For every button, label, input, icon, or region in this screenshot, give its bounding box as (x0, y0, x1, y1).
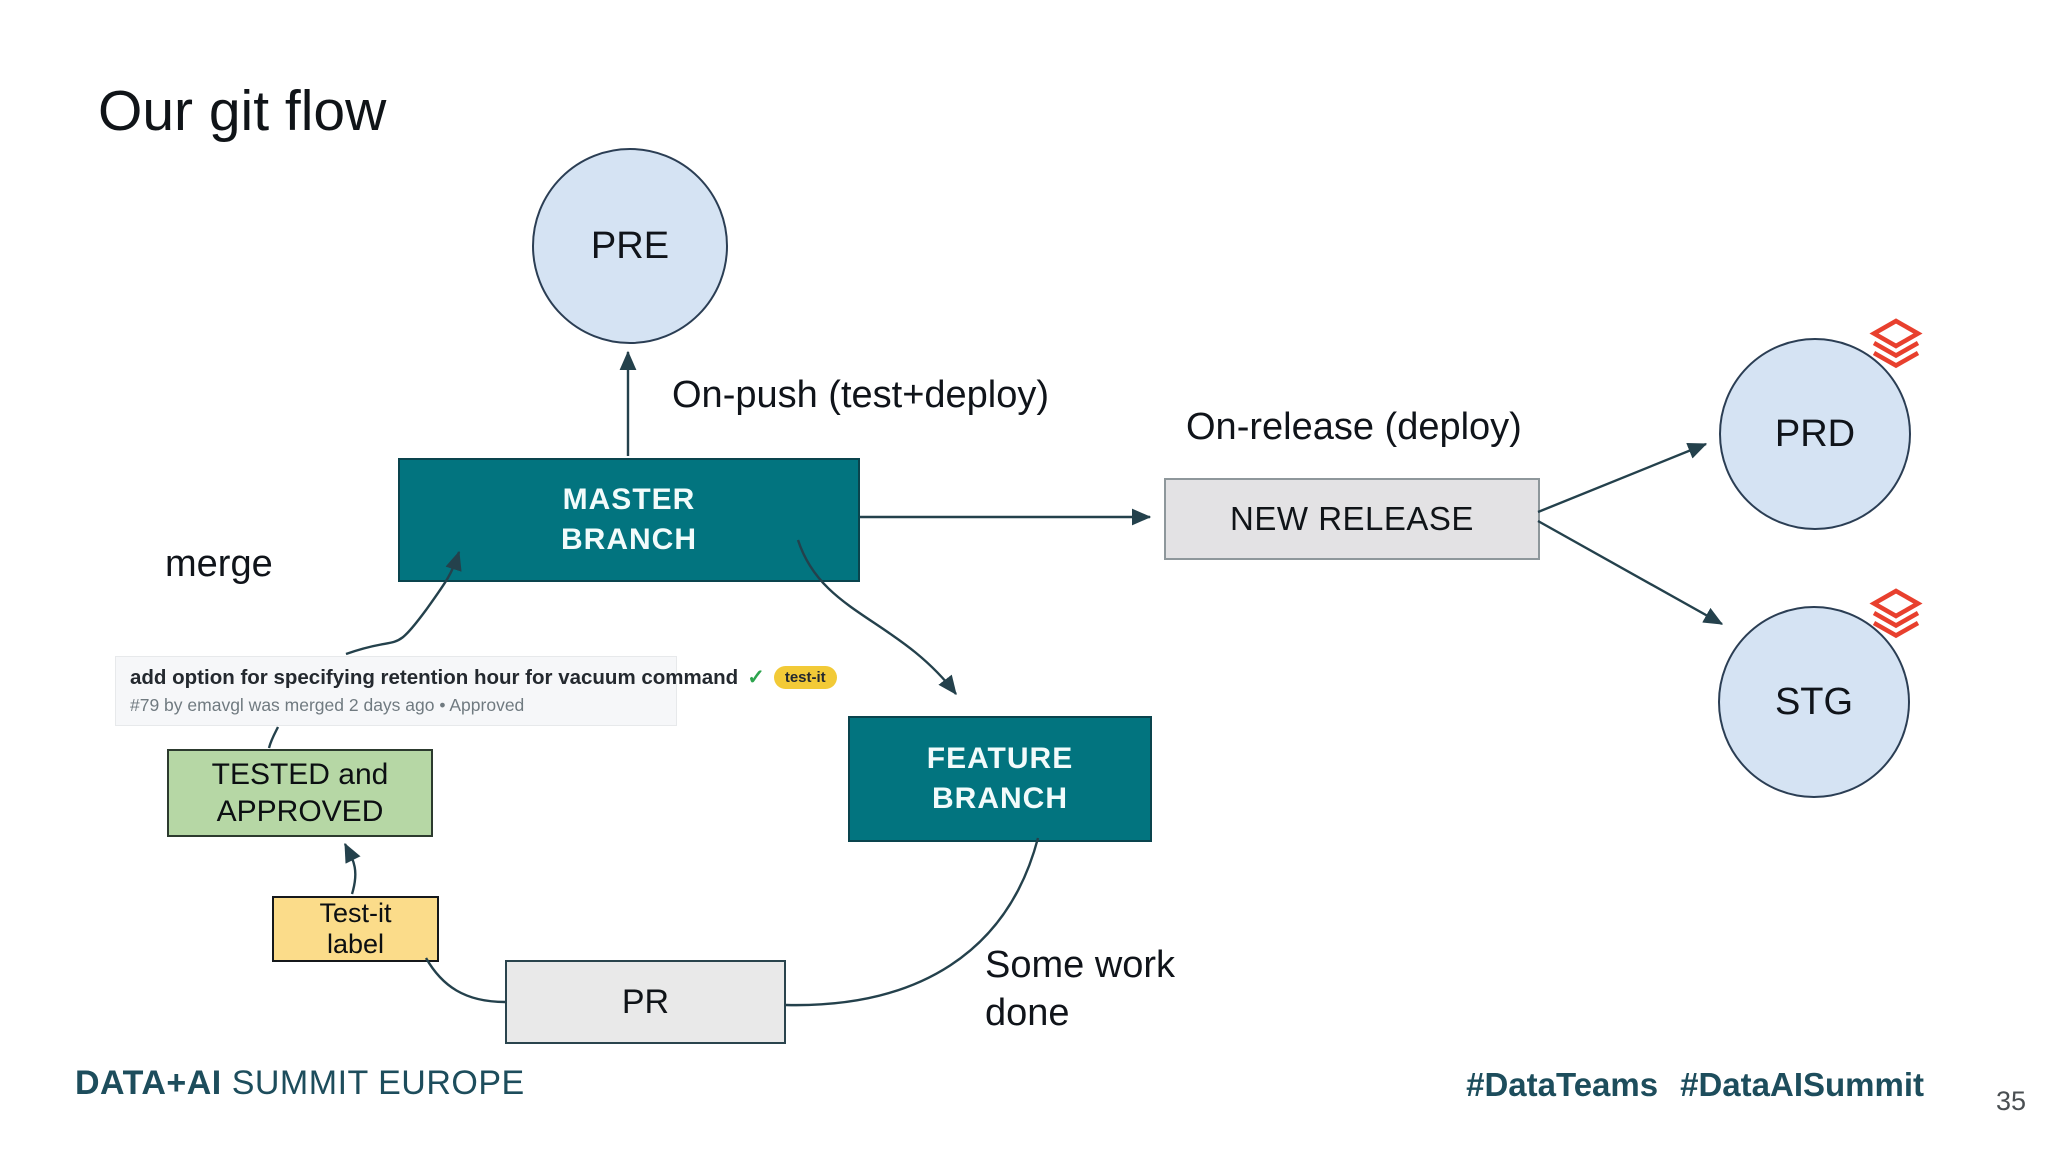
node-master-branch: MASTER BRANCH (398, 458, 860, 582)
footer-brand: DATA+AI SUMMIT EUROPE (75, 1064, 525, 1103)
feature-branch-label-line2: BRANCH (932, 782, 1068, 815)
node-tested-approved: TESTED and APPROVED (167, 749, 433, 837)
node-prd-environment: PRD (1719, 338, 1911, 530)
new-release-label: NEW RELEASE (1230, 500, 1474, 537)
some-work-line2: done (985, 991, 1070, 1034)
node-testit-label: Test-it label (272, 896, 439, 962)
node-stg-label: STG (1774, 680, 1854, 723)
edge-label-merge: merge (165, 543, 273, 585)
node-new-release: NEW RELEASE (1164, 478, 1540, 560)
node-pre-environment: PRE (532, 148, 728, 344)
github-pr-meta: #79 by emavgl was merged 2 days ago • Ap… (130, 695, 525, 715)
arrow-testit-to-tested (343, 842, 361, 895)
footer-hashtags: #DataTeams #DataAISummit (1466, 1066, 1924, 1104)
page-number: 35 (1995, 1086, 2026, 1116)
check-icon: ✓ (747, 666, 765, 689)
github-pr-title: add option for specifying retention hour… (130, 665, 739, 689)
hashtag-dataaisummit: #DataAISummit (1680, 1066, 1924, 1103)
node-stg-environment: STG (1718, 606, 1910, 798)
databricks-icon (1869, 318, 1923, 369)
testit-badge: test-it (773, 666, 837, 689)
footer-brand-rest: SUMMIT EUROPE (221, 1064, 525, 1102)
master-branch-label-line2: BRANCH (561, 523, 697, 556)
testit-label-line1: Test-it (319, 897, 392, 928)
tested-label-line1: TESTED and (211, 757, 389, 791)
tested-label-line2: APPROVED (216, 795, 384, 828)
node-pre-label: PRE (590, 224, 670, 267)
node-prd-label: PRD (1774, 412, 1856, 455)
master-branch-label-line1: MASTER (562, 482, 696, 516)
pr-label: PR (621, 982, 670, 1021)
hashtag-datateams: #DataTeams (1466, 1066, 1659, 1103)
edge-label-on-release: On-release (deploy) (1186, 406, 1522, 448)
curve-pr-to-testit (424, 957, 506, 1004)
edge-label-on-push: On-push (test+deploy) (672, 374, 1050, 416)
github-pr-card: add option for specifying retention hour… (115, 656, 837, 726)
edge-label-some-work-done: Some work done (985, 942, 1175, 1037)
databricks-icon (1869, 588, 1923, 639)
github-pr-title-row: add option for specifying retention hour… (130, 665, 837, 690)
feature-branch-label-line1: FEATURE (926, 741, 1074, 775)
node-feature-branch: FEATURE BRANCH (848, 716, 1152, 842)
testit-label-line2: label (326, 929, 385, 959)
curve-tested-to-card (267, 726, 280, 749)
arrow-new-release-to-prd (1537, 442, 1708, 514)
node-pull-request: PR (505, 960, 786, 1044)
some-work-line1: Some work (985, 944, 1176, 986)
page-title: Our git flow (98, 79, 387, 143)
arrow-new-release-to-stg (1537, 519, 1724, 626)
footer-brand-bold: DATA+AI (75, 1064, 222, 1102)
